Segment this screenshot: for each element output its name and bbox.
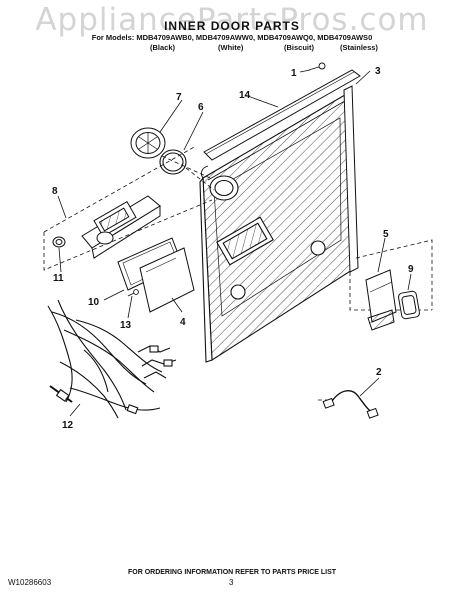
document-number: W10286603 <box>8 578 52 587</box>
callout-4: 4 <box>180 317 186 328</box>
models-line: For Models: MDB4709AWB0, MDB4709AWW0, MD… <box>91 33 373 42</box>
callout-12: 12 <box>62 420 74 431</box>
wire-harness-2 <box>322 390 379 419</box>
page-number: 3 <box>229 578 234 587</box>
callout-11: 11 <box>53 273 64 284</box>
finish-black: (Black) <box>150 43 176 52</box>
callout-1: 1 <box>291 68 297 79</box>
callout-3: 3 <box>375 66 381 77</box>
finish-biscuit: (Biscuit) <box>284 43 314 52</box>
cover-plate-4 <box>139 247 195 313</box>
callout-8: 8 <box>52 186 58 197</box>
leader-lines <box>57 69 412 417</box>
screw-13 <box>127 289 139 297</box>
ordering-note: FOR ORDERING INFORMATION REFER TO PARTS … <box>127 569 337 576</box>
vent-housing-5 <box>365 269 397 331</box>
callout-10: 10 <box>88 297 100 308</box>
side-gasket-3 <box>343 85 359 273</box>
callout-2: 2 <box>376 367 382 378</box>
vent-gasket-6 <box>159 149 187 175</box>
wire-harness-12 <box>47 299 177 419</box>
callout-6: 6 <box>198 102 204 113</box>
callout-9: 9 <box>408 264 414 275</box>
vent-cover-7 <box>130 127 166 159</box>
vent-seal-9 <box>398 290 420 320</box>
callout-5: 5 <box>383 229 389 240</box>
inner-door-panel <box>199 91 353 363</box>
page-title: INNER DOOR PARTS <box>164 19 300 33</box>
finish-stainless: (Stainless) <box>340 43 378 52</box>
callout-13: 13 <box>120 320 132 331</box>
screw-1 <box>308 62 326 71</box>
callout-14: 14 <box>239 90 251 101</box>
watermark-text: AppliancePartsPros.com <box>35 2 429 38</box>
knob-11 <box>52 236 66 248</box>
door-gasket-14 <box>203 69 361 161</box>
finish-white: (White) <box>218 43 244 52</box>
dispenser-assembly-8 <box>81 195 161 259</box>
callout-7: 7 <box>176 92 182 103</box>
